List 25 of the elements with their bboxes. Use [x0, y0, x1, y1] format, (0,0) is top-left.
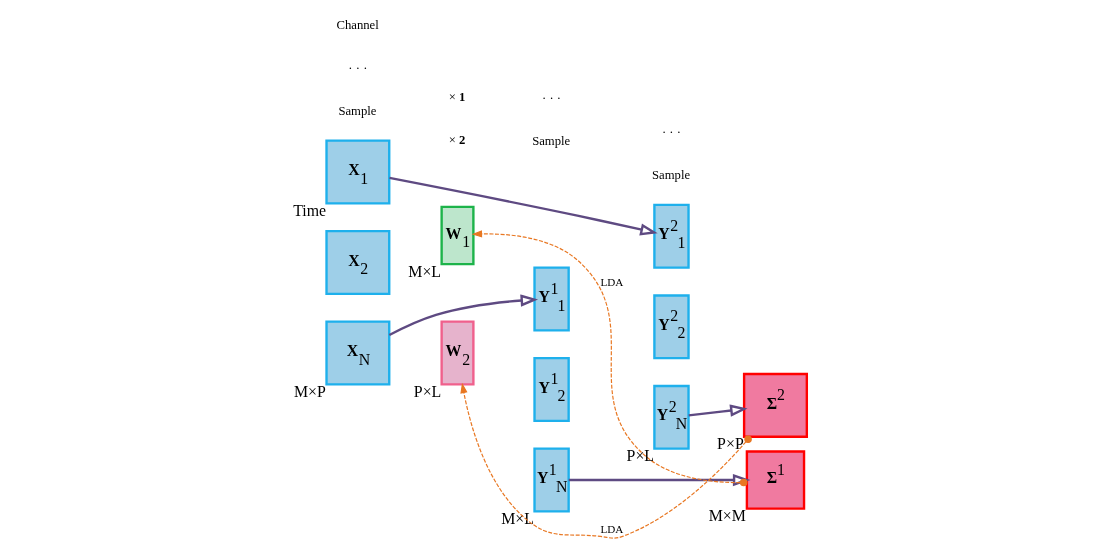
arrow	[688, 404, 748, 417]
node-label: P×P	[717, 435, 744, 453]
edge-label: LDA	[600, 523, 624, 536]
label: · · ·	[661, 125, 681, 140]
node-label: M×P	[293, 383, 326, 401]
node-label: P×L	[626, 447, 655, 465]
label: × 1	[448, 90, 466, 105]
edge-label: LDA	[600, 276, 624, 289]
node-label: M×L	[408, 262, 442, 280]
label: Sample	[532, 133, 571, 148]
node-label: M×M	[708, 507, 746, 525]
node-label: P×L	[413, 383, 442, 401]
label: · · ·	[542, 90, 562, 105]
label: × 2	[448, 133, 466, 148]
label: Sample	[338, 103, 377, 118]
arrow	[568, 473, 751, 487]
label: · · ·	[348, 60, 368, 75]
arrow	[389, 176, 658, 236]
arrow	[388, 294, 539, 337]
arrow	[471, 230, 748, 487]
node-label: Time	[293, 202, 327, 220]
label: Channel	[336, 17, 379, 32]
label: Sample	[652, 167, 691, 182]
node-label: M×L	[501, 510, 534, 528]
arrow	[460, 382, 752, 539]
